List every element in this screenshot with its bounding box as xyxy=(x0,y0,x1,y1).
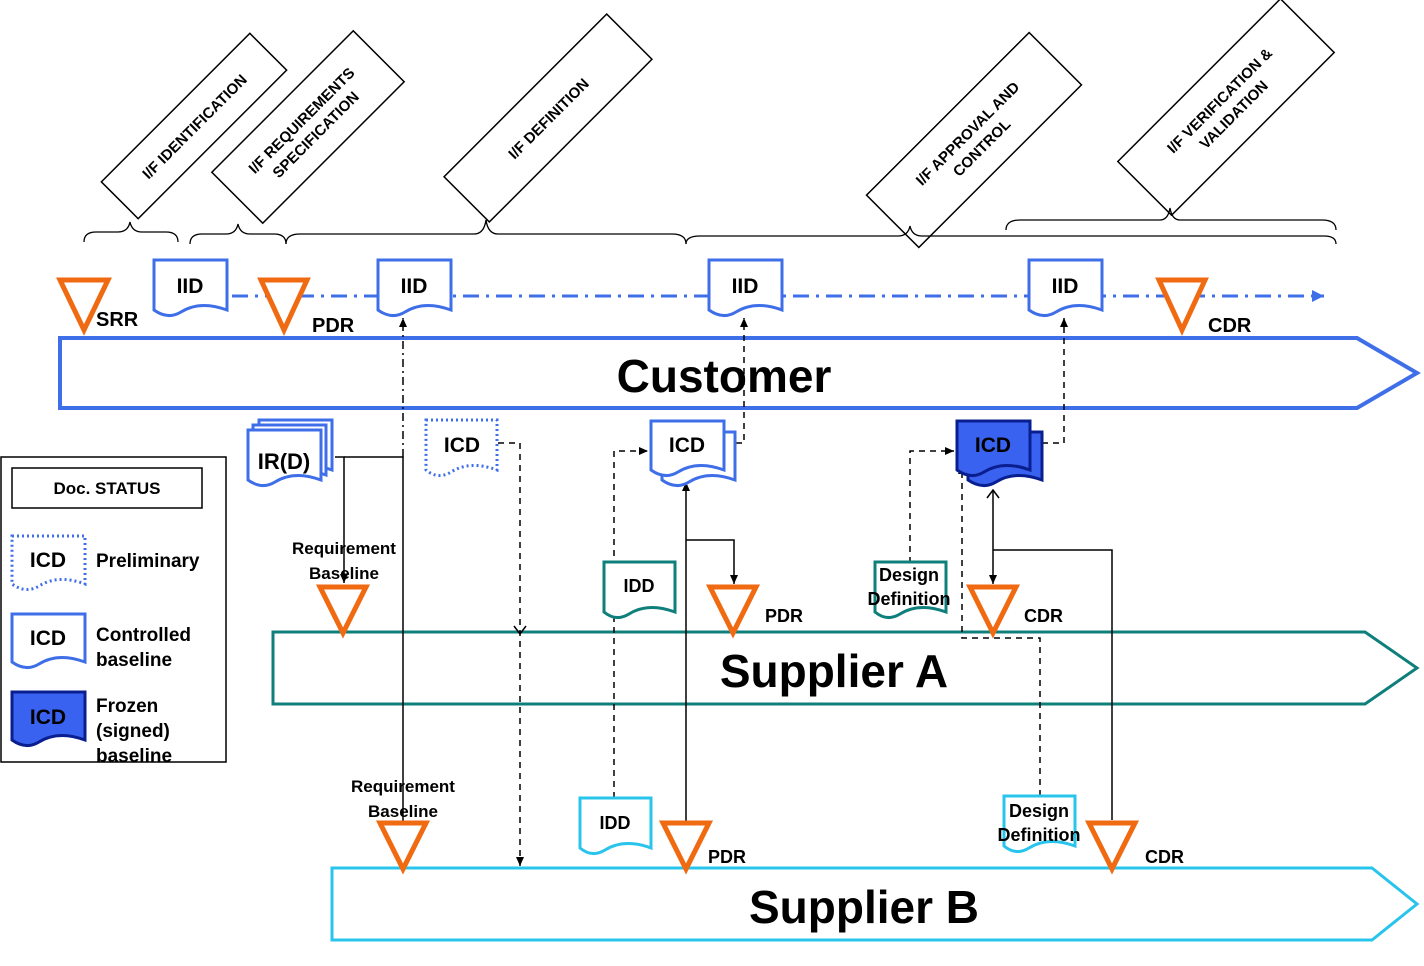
legend-item-preliminary: ICD Preliminary xyxy=(10,534,200,591)
doc-ir-d: IR(D) xyxy=(246,418,334,487)
svg-text:IID: IID xyxy=(1052,275,1079,298)
brace-definition xyxy=(285,219,687,245)
legend-title: Doc. STATUS xyxy=(53,479,160,498)
brace-requirements xyxy=(189,223,287,245)
connectors xyxy=(335,318,1113,868)
legend-label-line-2: baseline xyxy=(96,650,172,671)
milestone-label-customer-pdr: PDR xyxy=(312,315,355,337)
doc-design-definition-supplier-b: Design Definition xyxy=(998,794,1081,853)
svg-text:Definition: Definition xyxy=(998,825,1081,845)
requirement-baseline-a-line-2: Baseline xyxy=(309,564,379,583)
legend-item-frozen: ICD Frozen (signed) baseline xyxy=(10,690,172,767)
legend-label: Preliminary xyxy=(96,551,200,572)
legend-label-line-1: Controlled xyxy=(96,625,191,646)
svg-text:IID: IID xyxy=(732,275,759,298)
lane-supplier-b: Supplier B xyxy=(330,866,1420,942)
connector-prelim-icd-suppliers xyxy=(498,442,524,866)
svg-text:IR(D): IR(D) xyxy=(258,449,311,474)
doc-iid-1: IID xyxy=(152,258,229,317)
svg-text:Design: Design xyxy=(879,565,939,585)
connector-icd-to-iid-2 xyxy=(736,318,748,444)
milestone-label-supplier-a-pdr: PDR xyxy=(765,606,803,626)
svg-text:ICD: ICD xyxy=(975,434,1011,457)
connector-icd-to-pdr-a xyxy=(686,539,738,584)
brace-verification xyxy=(1005,207,1337,231)
svg-text:Definition: Definition xyxy=(868,589,951,609)
connector-design-b-to-icd xyxy=(958,465,1041,796)
milestone-label-supplier-b-cdr: CDR xyxy=(1145,847,1184,867)
milestone-supplier-a-baseline xyxy=(315,584,371,639)
doc-idd-supplier-b: IDD xyxy=(578,796,653,855)
svg-text:IDD: IDD xyxy=(624,576,655,596)
legend: Doc. STATUS ICD Preliminary ICD Controll… xyxy=(0,456,227,767)
lane-label-customer: Customer xyxy=(617,350,832,402)
milestone-supplier-b-pdr xyxy=(658,820,714,875)
brace-approval xyxy=(685,225,1337,245)
legend-label-line-1: Frozen xyxy=(96,696,158,717)
connector-frozen-icd-to-iid-3 xyxy=(1042,318,1068,444)
svg-text:IID: IID xyxy=(177,275,204,298)
phase-box-verification-validation: I/F VERIFICATION & VALIDATION xyxy=(1116,0,1336,217)
connector-idd-to-icd xyxy=(613,447,648,798)
milestone-supplier-b-cdr xyxy=(1084,820,1140,875)
connector-design-a-to-icd xyxy=(909,447,954,563)
milestone-label-customer-cdr: CDR xyxy=(1208,315,1252,337)
svg-text:ICD: ICD xyxy=(669,434,705,457)
connector-cdr-b-to-icd xyxy=(993,549,1113,820)
milestone-label-srr: SRR xyxy=(96,309,139,331)
milestone-label-supplier-a-cdr: CDR xyxy=(1024,606,1063,626)
requirement-baseline-a-line-1: Requirement xyxy=(292,539,396,558)
doc-iid-3: IID xyxy=(707,258,784,317)
svg-text:ICD: ICD xyxy=(30,549,66,572)
svg-text:ICD: ICD xyxy=(444,434,480,457)
svg-text:IDD: IDD xyxy=(600,813,631,833)
requirement-baseline-b-line-1: Requirement xyxy=(351,777,455,796)
legend-label-line-3: baseline xyxy=(96,746,172,767)
svg-text:ICD: ICD xyxy=(30,627,66,650)
brace-identification xyxy=(83,221,179,243)
milestone-supplier-b-baseline xyxy=(375,820,431,875)
milestone-markers xyxy=(56,277,1209,875)
doc-icd-controlled: ICD xyxy=(649,419,737,487)
lane-label-supplier-b: Supplier B xyxy=(749,881,979,933)
milestone-supplier-a-pdr xyxy=(705,584,761,639)
legend-item-controlled: ICD Controlled baseline xyxy=(10,612,191,671)
legend-title-box xyxy=(11,467,203,509)
phase-box-approval-control: I/F APPROVAL AND CONTROL xyxy=(865,31,1083,249)
doc-iid-2: IID xyxy=(376,258,453,317)
milestone-customer-srr xyxy=(56,277,112,336)
milestone-customer-cdr xyxy=(1155,277,1209,336)
svg-text:Design: Design xyxy=(1009,801,1069,821)
svg-text:ICD: ICD xyxy=(30,706,66,729)
phase-braces xyxy=(83,207,1337,245)
doc-idd-supplier-a: IDD xyxy=(602,560,677,619)
legend-label-line-2: (signed) xyxy=(96,721,170,742)
doc-icd-frozen: ICD xyxy=(955,419,1044,487)
milestone-customer-pdr xyxy=(257,277,311,336)
svg-text:IID: IID xyxy=(401,275,428,298)
milestone-supplier-a-cdr xyxy=(965,584,1021,639)
lane-supplier-a: Supplier A xyxy=(271,630,1420,706)
lane-customer: Customer xyxy=(58,336,1421,410)
requirement-baseline-b-line-2: Baseline xyxy=(368,802,438,821)
doc-icd-preliminary: ICD xyxy=(424,418,499,477)
phase-box-definition: I/F DEFINITION xyxy=(442,12,654,224)
lane-label-supplier-a: Supplier A xyxy=(720,645,948,697)
doc-iid-4: IID xyxy=(1027,258,1104,317)
doc-design-definition-supplier-a: Design Definition xyxy=(868,560,951,619)
milestone-label-supplier-b-pdr: PDR xyxy=(708,847,746,867)
